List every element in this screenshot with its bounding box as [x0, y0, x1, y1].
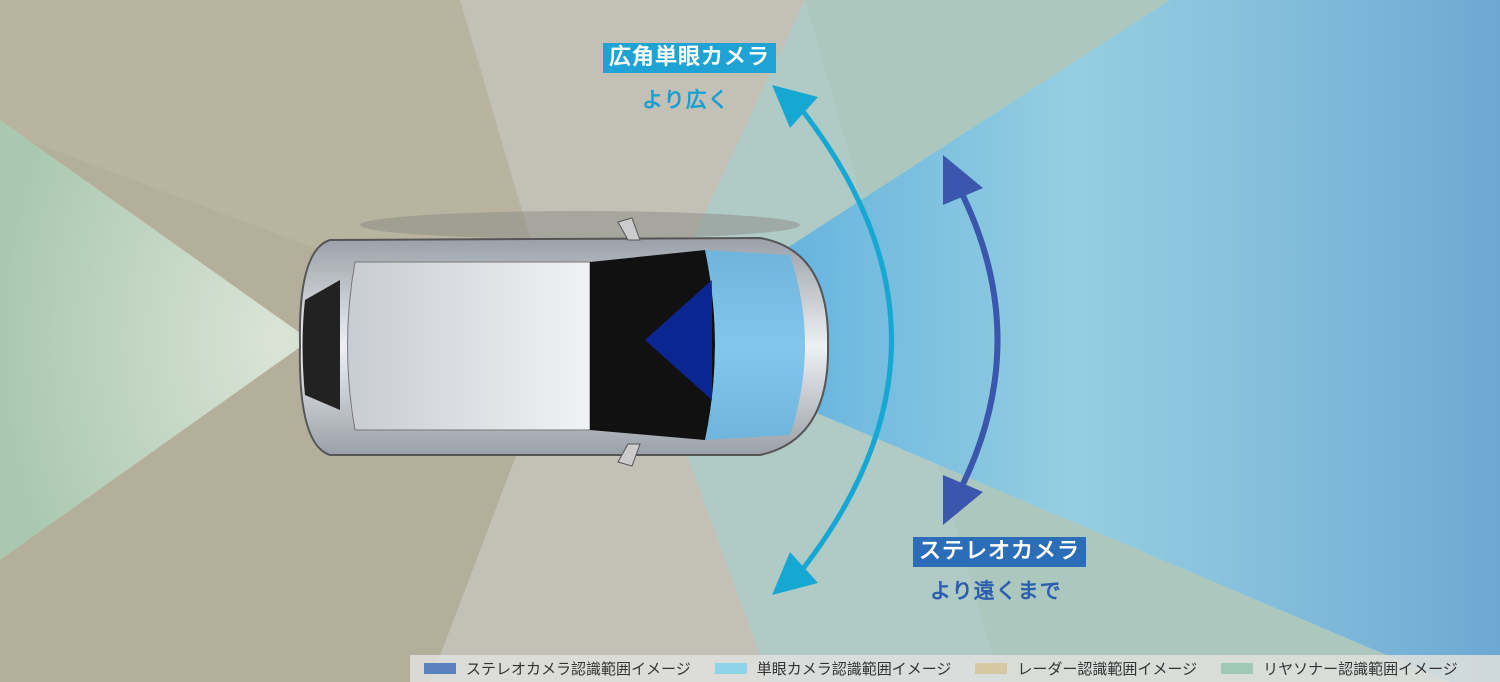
legend: ステレオカメラ認識範囲イメージ 単眼カメラ認識範囲イメージ レーダー認識範囲イメ… — [410, 655, 1500, 682]
legend-label: ステレオカメラ認識範囲イメージ — [466, 660, 691, 678]
legend-item-sonar: リヤソナー認識範囲イメージ — [1221, 658, 1458, 679]
legend-swatch — [975, 663, 1008, 674]
legend-item-stereo: ステレオカメラ認識範囲イメージ — [424, 658, 691, 679]
rear-sonar-range — [0, 120, 310, 560]
stereo-camera-range — [645, 0, 1500, 682]
car-top-view — [298, 211, 830, 467]
wide-camera-subtitle: より広く — [642, 88, 730, 112]
legend-label: レーダー認識範囲イメージ — [1017, 660, 1198, 678]
legend-swatch — [1221, 663, 1254, 674]
stereo-camera-source — [645, 280, 712, 400]
legend-swatch — [714, 663, 747, 674]
wide-camera-label: 広角単眼カメラ — [603, 43, 777, 73]
legend-swatch — [424, 663, 456, 674]
wide-angle-arrow — [772, 85, 894, 595]
stereo-camera-label: ステレオカメラ — [913, 537, 1087, 567]
legend-item-radar: レーダー認識範囲イメージ — [975, 658, 1197, 679]
legend-label: リヤソナー認識範囲イメージ — [1263, 660, 1458, 678]
legend-label: 単眼カメラ認識範囲イメージ — [756, 660, 952, 678]
legend-item-mono: 単眼カメラ認識範囲イメージ — [714, 658, 952, 679]
stereo-camera-subtitle: より遠くまで — [930, 579, 1062, 603]
stereo-range-arrow — [943, 155, 1001, 525]
